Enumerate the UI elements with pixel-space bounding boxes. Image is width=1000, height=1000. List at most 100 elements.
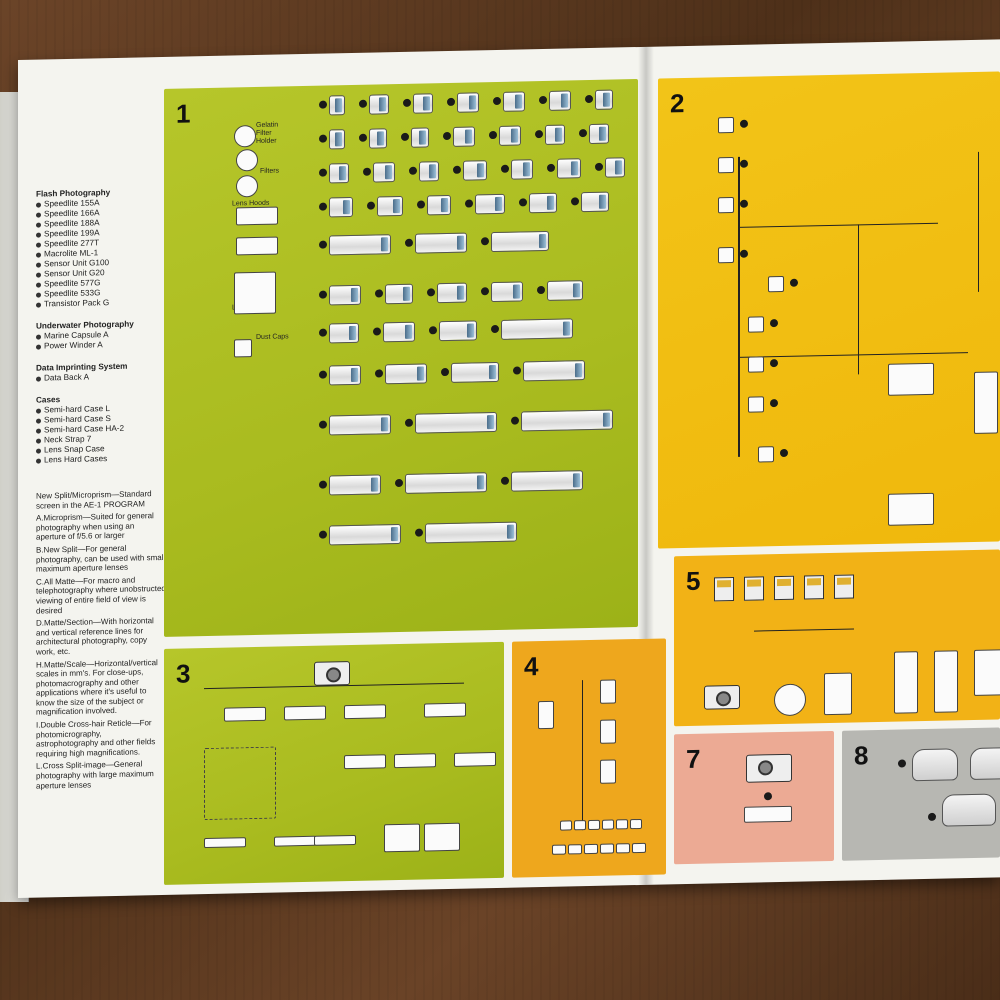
focusing-screen-icon: [630, 818, 642, 830]
lens-icon: [547, 280, 583, 301]
adapter-icon: [748, 316, 764, 333]
transistor-pack-icon: [974, 649, 1000, 696]
battery-pack-icon: [824, 672, 852, 716]
callout-dot: [415, 528, 423, 537]
callout-dot: [319, 328, 327, 337]
lens-icon: [385, 363, 427, 385]
callout-dot: [519, 198, 527, 207]
filters-label: Filters: [260, 167, 280, 175]
panel-number: 3: [176, 658, 191, 689]
callout-dot: [405, 418, 413, 427]
cable-icon: [204, 837, 246, 849]
lens-icon: [329, 474, 381, 496]
callout-dot: [501, 164, 509, 173]
battery-pack-icon: [384, 823, 420, 853]
lens-icon: [529, 192, 557, 214]
callout-dot: [547, 163, 555, 172]
lens-icon: [545, 124, 565, 145]
lens-icon: [521, 409, 613, 432]
lens-icon: [437, 282, 467, 304]
brochure-spread: Flash Photography Speedlite 155A Speedli…: [18, 39, 1000, 898]
lens-cap-icon: [234, 271, 276, 315]
callout-dot: [453, 165, 461, 174]
lens-icon: [427, 194, 451, 216]
callout-dot: [319, 100, 327, 109]
lens-icon: [503, 91, 525, 112]
lens-icon: [549, 90, 571, 111]
panel-number: 5: [686, 565, 701, 597]
gelatin-label: Gelatin Filter Holder: [256, 121, 279, 146]
list-item: Data Back A: [36, 371, 166, 384]
speedlite-icon: [834, 574, 854, 599]
callout-dot: [770, 399, 778, 408]
focusing-screens: New Split/Microprism—Standard screen in …: [36, 489, 166, 791]
callout-dot: [579, 129, 587, 138]
speedlite-icon: [744, 576, 764, 601]
power-diagram: [164, 642, 504, 853]
callout-dot: [740, 199, 748, 208]
callout-dot: [595, 162, 603, 171]
lens-icon: [413, 93, 433, 114]
lens-icon: [581, 191, 609, 213]
speedlite-icon: [714, 577, 734, 602]
callout-dot: [319, 370, 327, 379]
camera-icon: [704, 684, 740, 710]
callout-dot: [373, 327, 381, 336]
callout-dot: [537, 285, 545, 295]
panel-4-screens: 4: [512, 638, 666, 878]
dust-cap-icon: [234, 339, 252, 358]
focusing-screen-icon: [588, 819, 600, 831]
power-winder-icon: [344, 704, 386, 720]
callout-dot: [585, 94, 593, 104]
adapter-icon: [718, 247, 734, 264]
lens-icon: [451, 361, 499, 383]
screen-desc: New Split/Microprism—Standard screen in …: [36, 489, 152, 511]
focusing-screen-icon: [552, 844, 566, 855]
callout-dot: [375, 369, 383, 378]
lens-icon: [419, 161, 439, 182]
callout-dot: [395, 478, 403, 488]
focusing-screen-icon: [600, 843, 614, 854]
lens-icon: [415, 411, 497, 434]
lens-icon: [523, 360, 585, 382]
cases-section: Cases Semi-hard Case L Semi-hard Case S …: [36, 393, 166, 466]
focusing-screen-icon: [568, 844, 582, 855]
callout-dot: [319, 240, 327, 249]
battery-pack-icon: [424, 822, 460, 852]
adapter-icon: [758, 446, 774, 463]
panel-5-flash: 5: [674, 549, 1000, 727]
panel-number: 8: [854, 740, 869, 771]
case-icon: [942, 793, 996, 827]
callout-dot: [481, 237, 489, 246]
callout-dot: [764, 792, 772, 801]
lens-icon: [329, 364, 361, 386]
callout-dot: [928, 812, 936, 821]
panel-number: 2: [670, 88, 685, 119]
callout-dot: [441, 367, 449, 377]
callout-dot: [493, 96, 501, 106]
adapter-icon: [718, 157, 734, 174]
camera-icon: [314, 661, 350, 686]
flash-section: Flash Photography Speedlite 155A Speedli…: [36, 187, 166, 310]
callout-dot: [501, 476, 509, 485]
adapter-icon: [748, 356, 764, 373]
lens-icon: [405, 472, 487, 494]
flash-grip-icon: [934, 650, 958, 713]
screen-desc: D.Matte/Section—With horizontal and vert…: [36, 616, 154, 657]
lens-icon: [369, 128, 387, 149]
callout-dot: [363, 167, 371, 176]
lens-icon: [329, 523, 401, 546]
callout-dot: [319, 480, 327, 489]
lens-icon: [329, 163, 349, 184]
closeup-diagram: [658, 71, 1000, 526]
lens-icon: [383, 321, 415, 343]
panel-number: 7: [686, 743, 701, 775]
bellows-icon: [888, 492, 934, 526]
callout-dot: [405, 238, 413, 247]
cable-icon: [314, 834, 356, 846]
panel-number: 1: [176, 98, 191, 129]
lens-icon: [329, 322, 359, 344]
callout-dot: [571, 197, 579, 206]
lens-icon: [589, 123, 609, 145]
list-item: Transistor Pack G: [36, 297, 166, 310]
